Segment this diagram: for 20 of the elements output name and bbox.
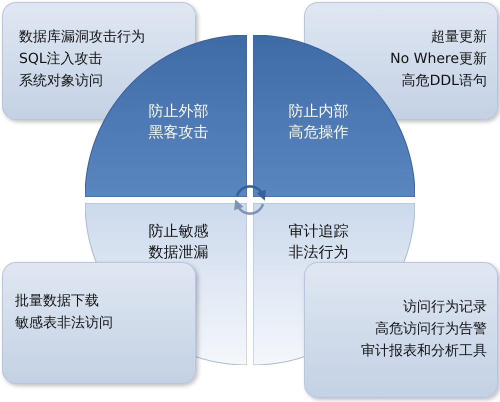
list-item: 高危DDL语句 bbox=[402, 72, 487, 91]
segment-label: 审计追踪非法行为 bbox=[288, 221, 350, 263]
list-item: 系统对象访问 bbox=[19, 72, 103, 91]
list-item: 敏感表非法访问 bbox=[15, 314, 113, 333]
segment-label: 防止内部高危操作 bbox=[288, 101, 350, 143]
list-item: 数据库漏洞攻击行为 bbox=[19, 28, 145, 47]
list-item: 批量数据下载 bbox=[15, 292, 99, 311]
list-item: 访问行为记录 bbox=[403, 298, 487, 317]
list-card bbox=[304, 262, 498, 398]
cycle-arrow bbox=[236, 185, 266, 201]
list-card bbox=[2, 262, 196, 384]
segment-label: 防止敏感数据泄漏 bbox=[148, 221, 210, 263]
list-item: 高危访问行为告警 bbox=[375, 320, 487, 339]
cycle-arrow bbox=[234, 199, 264, 215]
list-item: 审计报表和分析工具 bbox=[361, 342, 487, 361]
list-item: No Where更新 bbox=[390, 50, 487, 69]
quadrant-segment bbox=[253, 35, 415, 197]
segment-label: 防止外部黑客攻击 bbox=[148, 101, 210, 143]
list-item: SQL注入攻击 bbox=[19, 50, 103, 69]
list-item: 超量更新 bbox=[431, 28, 487, 47]
